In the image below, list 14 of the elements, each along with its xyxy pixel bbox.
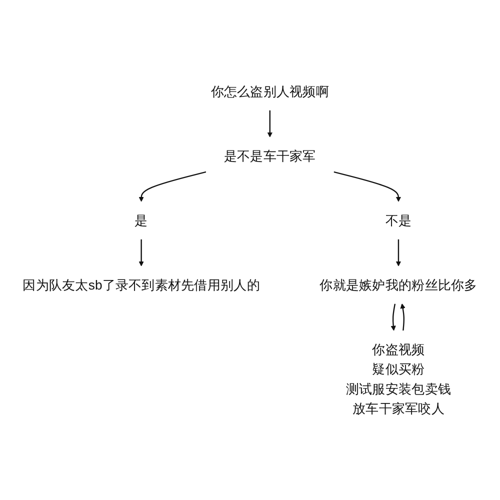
node-text: 是不是车干家军 xyxy=(224,148,316,164)
arrow xyxy=(334,171,402,202)
arrow xyxy=(138,171,206,202)
arrow xyxy=(400,304,406,331)
arrow xyxy=(390,304,396,331)
node-text: 你怎么盗别人视频啊 xyxy=(210,84,330,99)
node-text: 是 xyxy=(134,212,148,228)
arrow xyxy=(396,239,402,266)
node-text: 不是 xyxy=(385,212,412,228)
arrow xyxy=(267,110,273,138)
arrow xyxy=(138,239,144,266)
node-text: 因为队友太sb了录不到素材先借用别人的 xyxy=(22,277,260,292)
node-text: 你盗视频 疑似买粉 测试服安装包卖钱 放车干家军咬人 xyxy=(346,342,452,416)
node-text: 你就是嫉妒我的粉丝比你多 xyxy=(320,277,478,292)
